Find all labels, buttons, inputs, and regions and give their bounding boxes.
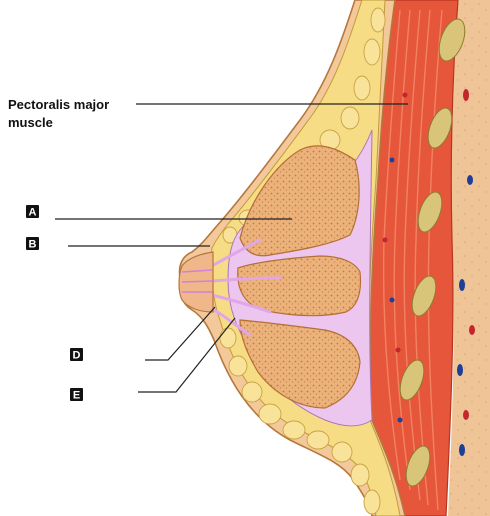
pectoralis-label-line1: Pectoralis major [8, 97, 109, 112]
chest-wall [448, 0, 490, 516]
pectoralis-label-line2: muscle [8, 115, 53, 130]
label-a: A [26, 205, 39, 219]
gland-lobe [240, 146, 359, 256]
label-d: D [70, 348, 83, 362]
svg-text:E: E [73, 390, 80, 402]
label-b: B [26, 237, 39, 251]
label-e: E [70, 388, 83, 402]
svg-text:A: A [29, 207, 37, 219]
svg-text:B: B [29, 239, 37, 251]
svg-text:D: D [73, 350, 81, 362]
